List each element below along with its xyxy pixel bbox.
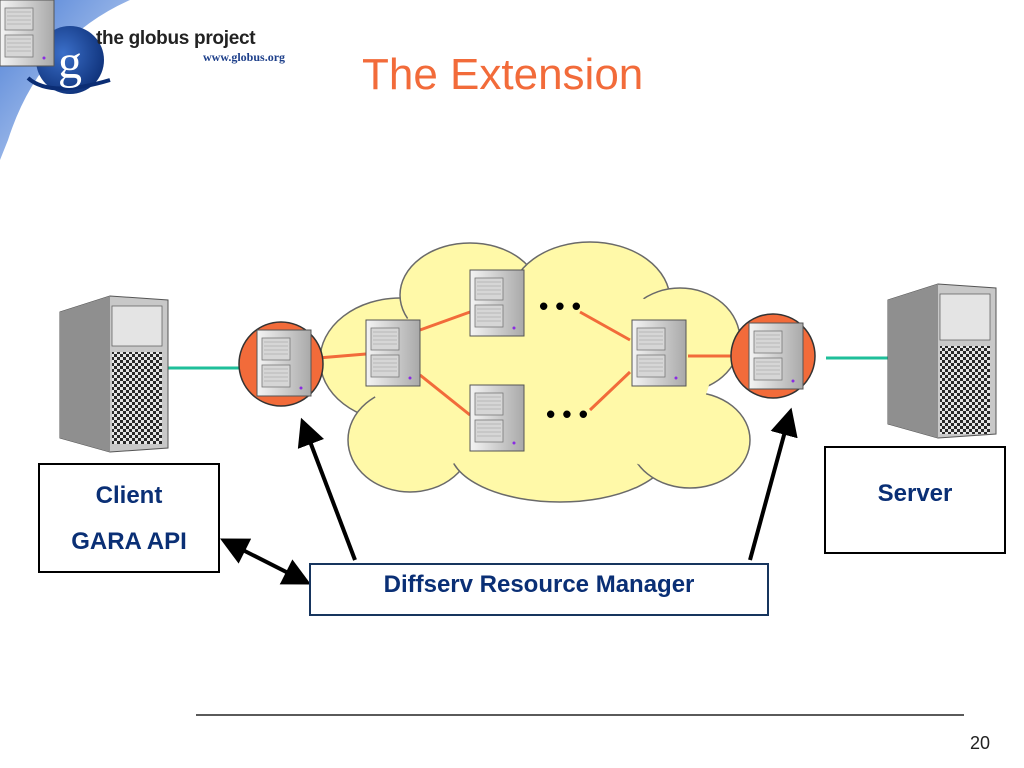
resource-manager-label: Diffserv Resource Manager bbox=[383, 571, 695, 598]
arrow-to-left-edge bbox=[297, 417, 357, 561]
slide-title: The Extension bbox=[362, 50, 644, 99]
server-box bbox=[824, 446, 1006, 554]
footer-rule bbox=[196, 714, 964, 716]
client-box bbox=[38, 463, 220, 573]
svg-text:g: g bbox=[58, 36, 82, 89]
resource-manager-box bbox=[309, 563, 769, 616]
network-links bbox=[317, 310, 735, 417]
gara-api-label: GARA API bbox=[71, 528, 187, 555]
client-label: Client bbox=[95, 482, 163, 509]
brand-name: the globus project bbox=[96, 28, 256, 49]
brand-url: www.globus.org bbox=[203, 50, 286, 64]
ellipsis-top: • • • bbox=[539, 291, 581, 321]
arrow-client-manager bbox=[220, 538, 311, 585]
router-icon bbox=[0, 0, 55, 67]
page-number: 20 bbox=[969, 733, 990, 753]
server-computer-icon bbox=[887, 283, 997, 439]
ellipsis-bottom: • • • bbox=[546, 399, 588, 429]
client-computer-icon bbox=[59, 295, 169, 453]
arrow-to-right-edge bbox=[748, 407, 798, 561]
server-label: Server bbox=[877, 480, 953, 507]
